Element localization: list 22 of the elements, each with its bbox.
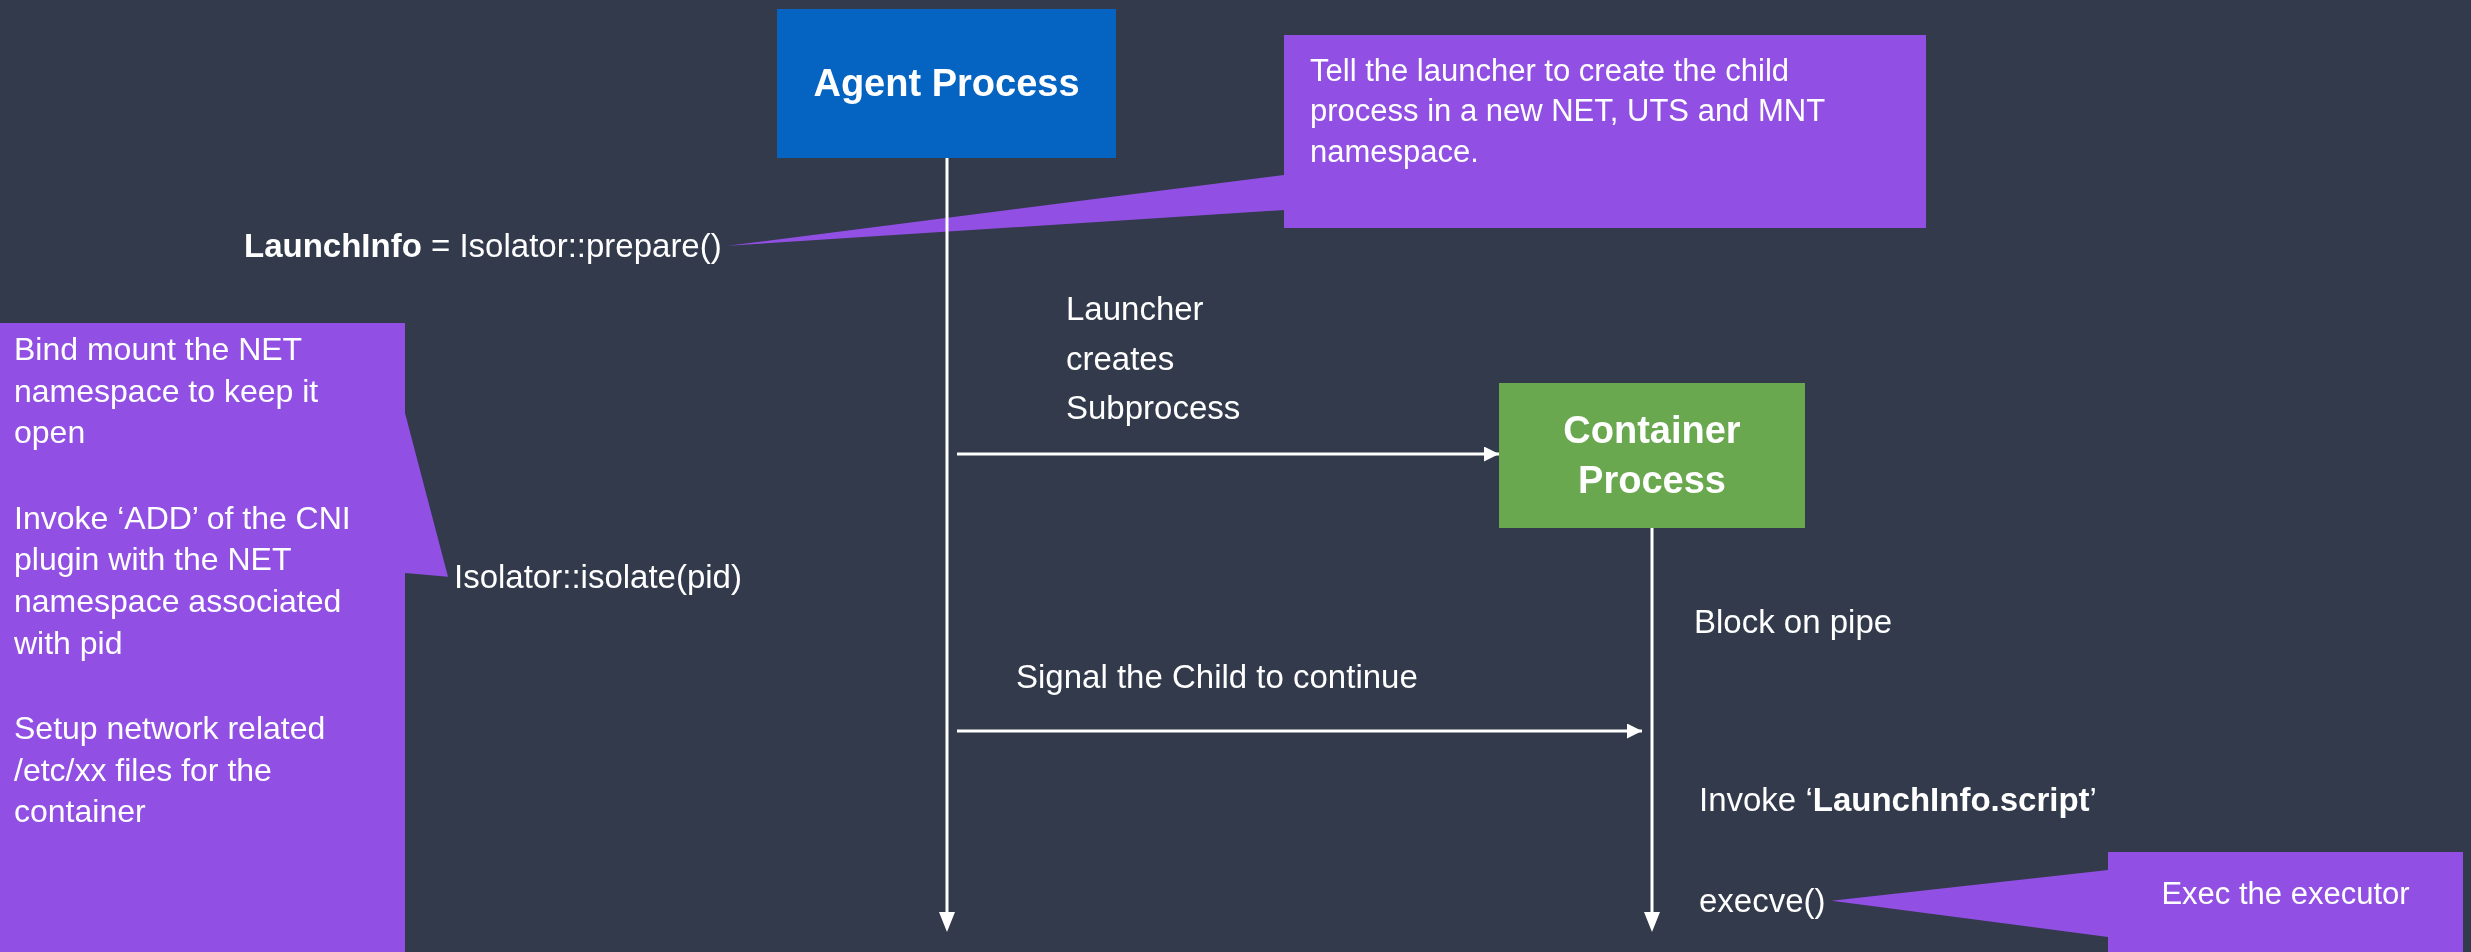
callout-pointer (1831, 870, 2108, 937)
step-text: LaunchInfo = Isolator::prepare() (244, 226, 722, 266)
lifeline-arrow (1642, 528, 1662, 932)
callout-box (2108, 852, 2463, 952)
callout-text: Tell the launcher to create the child process in a new NET, UTS and MNT namespace. (1310, 52, 1826, 171)
step-text: Block on pipe (1694, 602, 1893, 642)
callout-text: Exec the executor (2160, 875, 2411, 913)
process-box: Agent Process (777, 9, 1116, 158)
callout-pointer (727, 175, 1284, 246)
arrow (957, 723, 1642, 739)
callout-pointer (405, 413, 448, 577)
arrow (957, 446, 1499, 462)
callout-text: Bind mount the NET namespace to keep it open (14, 330, 320, 453)
step-text: execve() (1699, 881, 1826, 921)
process-box: Container Process (1499, 383, 1805, 528)
step-text: Isolator::isolate(pid) (454, 557, 742, 597)
callout-text: Setup network related /etc/xx files for the container (14, 709, 327, 832)
lifeline-arrow (937, 158, 957, 932)
callout-box (1284, 35, 1926, 228)
step-text: Invoke ‘LaunchInfo.script’ (1699, 780, 2097, 820)
callout-box (0, 323, 405, 952)
callout-text: Invoke ‘ADD’ of the CNI plugin with the NET namespace associated with pid (14, 498, 352, 663)
